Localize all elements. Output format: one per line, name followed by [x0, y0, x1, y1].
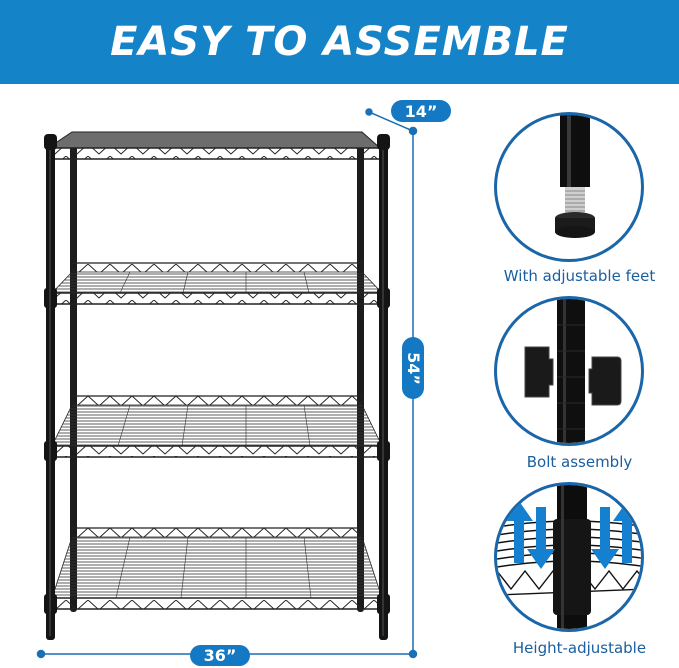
bolt-clip-icon — [494, 296, 644, 446]
feature-caption: Height-adjustable — [512, 639, 647, 657]
banner-title: EASY TO ASSEMBLE — [110, 19, 569, 65]
feature-height-adjustable: Height-adjustable — [480, 482, 679, 668]
shelf-top — [46, 131, 382, 160]
width-dimension-label: 36” — [190, 645, 250, 666]
feature-caption: Bolt assembly — [526, 453, 633, 471]
depth-value: 14” — [404, 101, 438, 121]
header-banner: EASY TO ASSEMBLE — [0, 0, 679, 84]
feature-caption: With adjustable feet — [503, 267, 656, 285]
feature-adjustable-feet: With adjustable feet — [480, 110, 679, 295]
shelf-3 — [51, 395, 383, 458]
width-value: 36” — [203, 646, 237, 665]
shelf-bottom — [51, 527, 383, 610]
height-arrows-icon — [494, 482, 644, 632]
feature-bolt-assembly: Bolt assembly — [480, 296, 679, 476]
height-value: 54” — [403, 351, 423, 385]
shelf-2 — [51, 262, 383, 305]
height-dimension-label: 54” — [402, 337, 424, 399]
back-posts — [70, 132, 364, 612]
depth-dimension-label: 14” — [391, 100, 451, 122]
adjustable-foot-icon — [494, 112, 644, 262]
